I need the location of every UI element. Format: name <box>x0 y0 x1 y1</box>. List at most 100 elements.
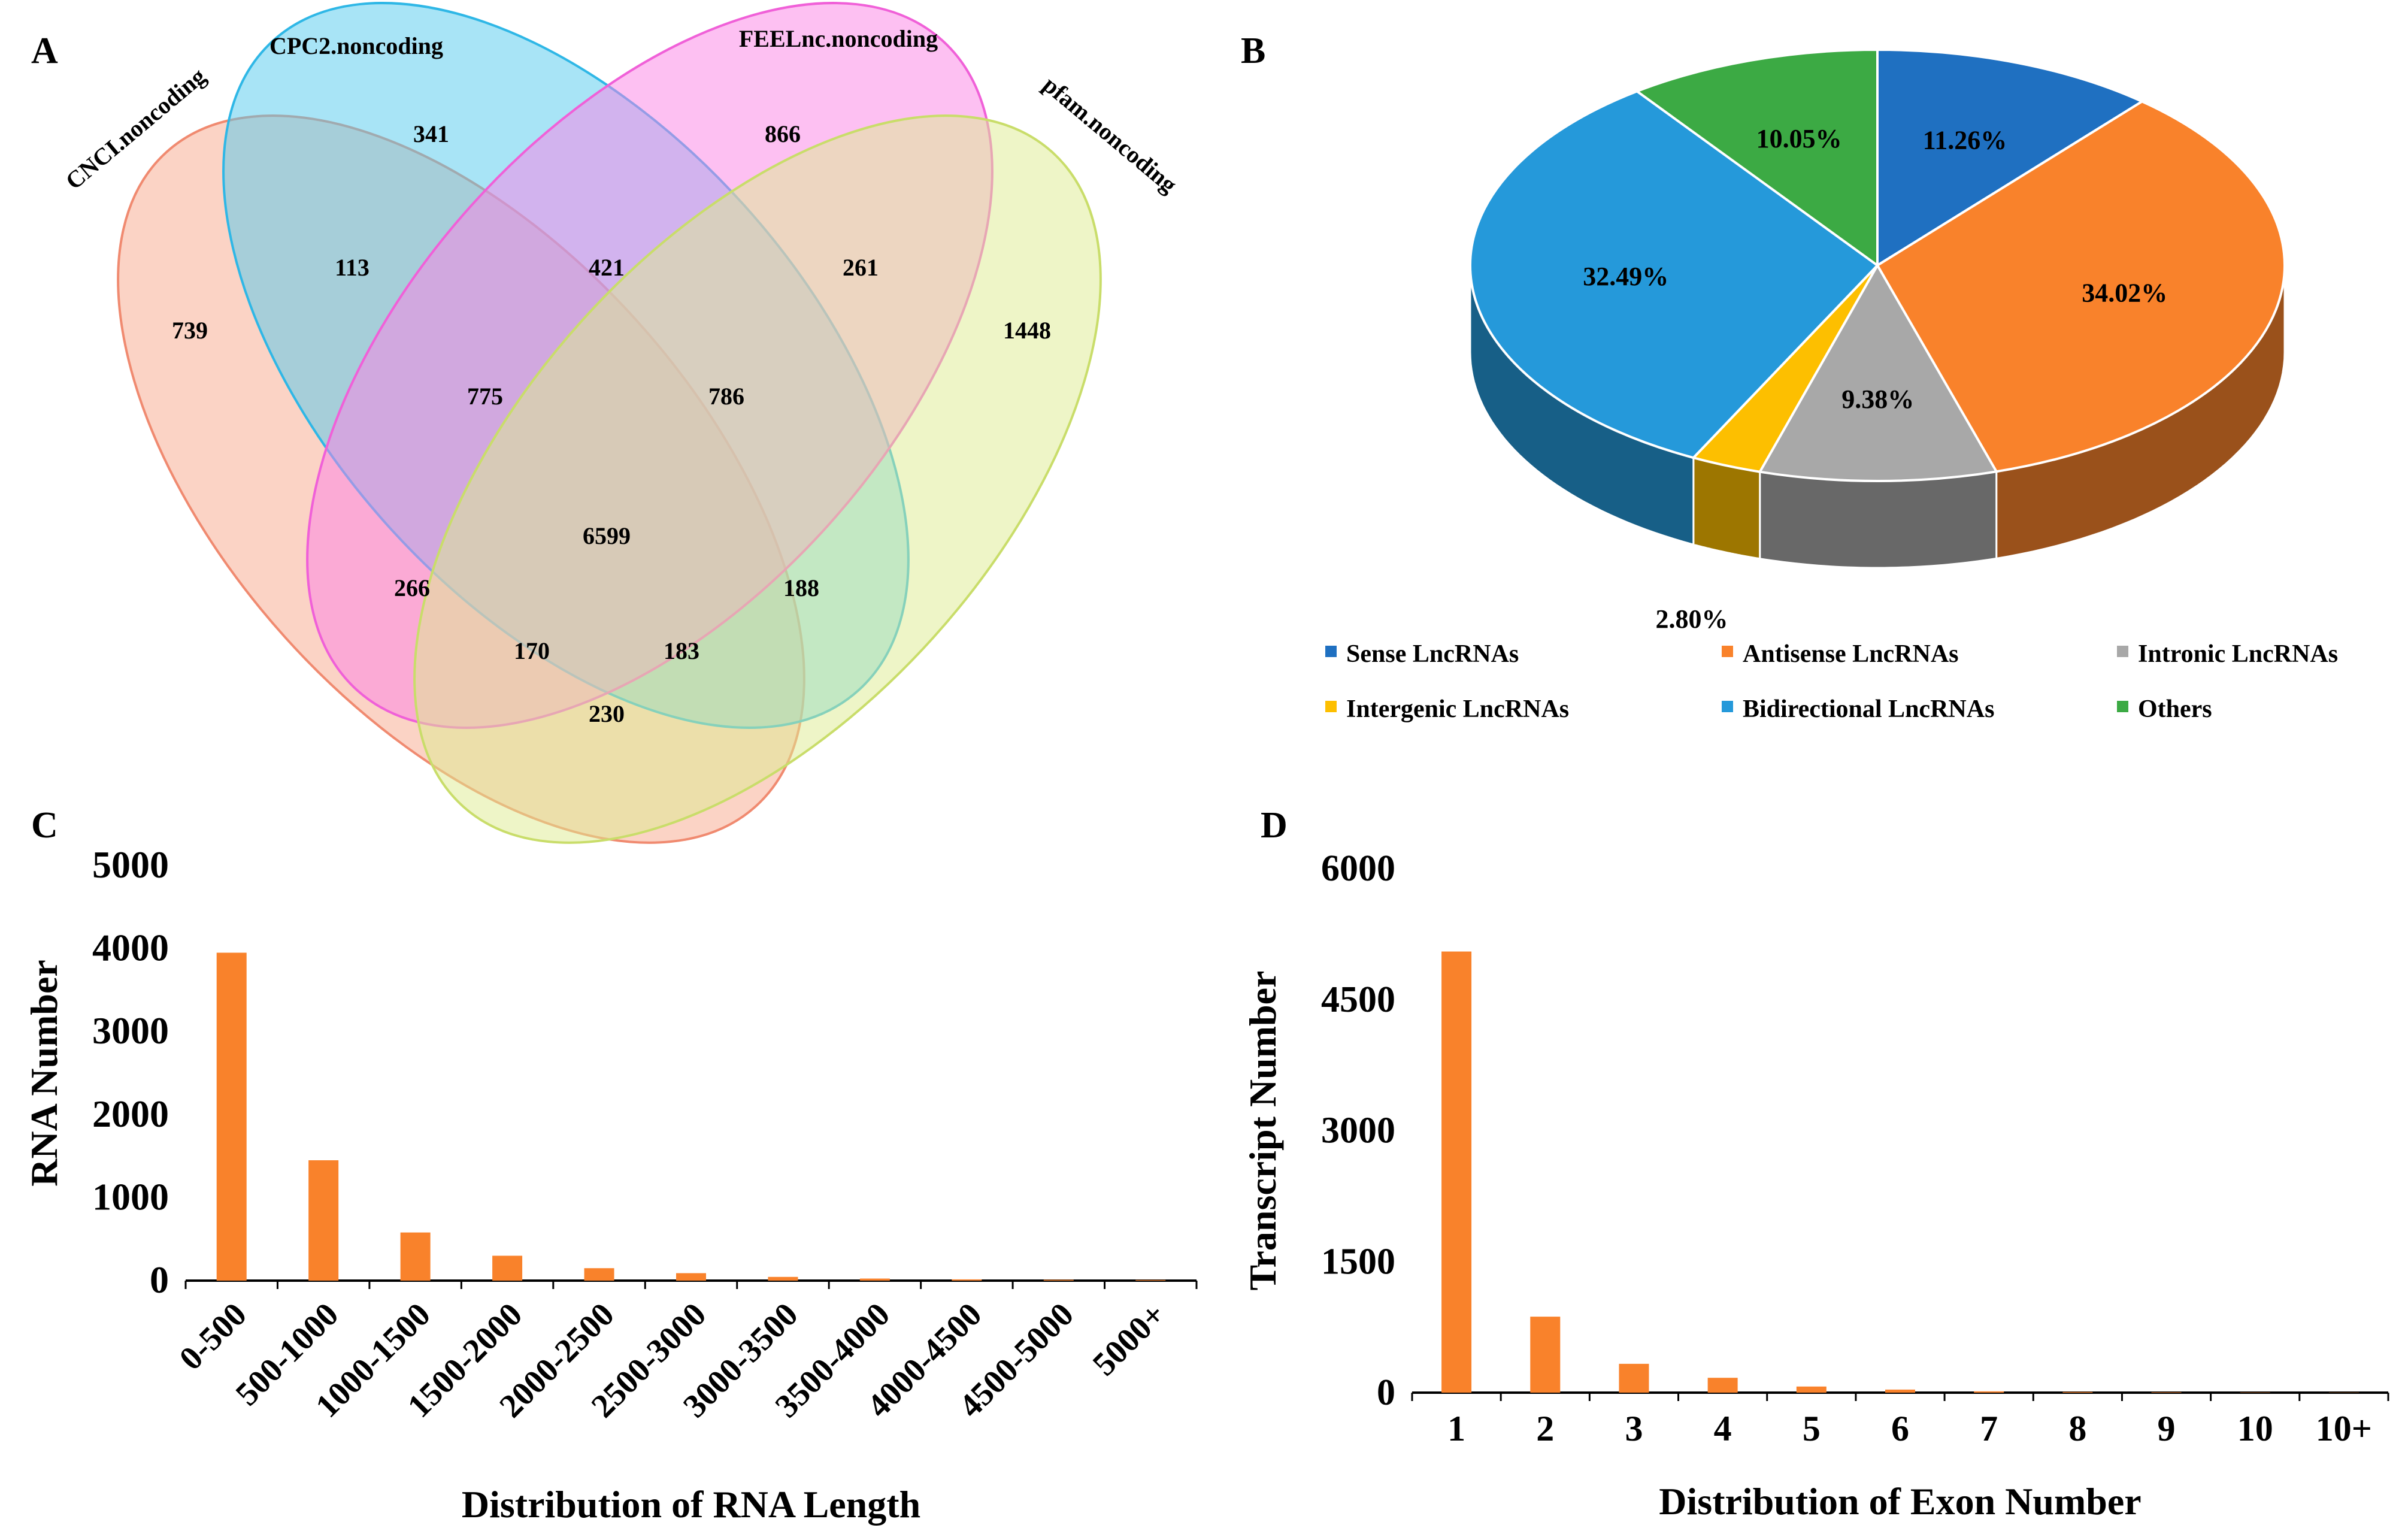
y-tick-label: 1500 <box>1321 1241 1395 1282</box>
y-tick-label: 3000 <box>92 1009 169 1052</box>
x-tick-label: 10 <box>2237 1409 2273 1448</box>
bar <box>1441 951 1472 1393</box>
y-tick-label: 6000 <box>1321 848 1395 889</box>
legend-label: Intergenic LncRNAs <box>1346 695 1569 723</box>
venn-label-cpc2: CPC2.noncoding <box>269 32 443 59</box>
legend-label: Sense LncRNAs <box>1346 640 1519 668</box>
legend-swatch <box>2117 701 2128 712</box>
x-axis-title: Distribution of RNA Length <box>462 1483 920 1526</box>
venn-count: 113 <box>335 254 369 281</box>
x-tick-label: 2 <box>1536 1409 1554 1448</box>
venn-count: 188 <box>783 574 819 601</box>
legend-label: Intronic LncRNAs <box>2138 640 2338 668</box>
legend-swatch <box>1722 646 1733 657</box>
pie-slice-side <box>1692 456 1761 560</box>
bar <box>1135 1279 1166 1281</box>
bar <box>584 1268 614 1281</box>
venn-count: 739 <box>172 317 208 344</box>
pie-data-label: 11.26% <box>1923 126 2007 155</box>
y-tick-label: 0 <box>1377 1372 1395 1413</box>
y-axis-title: Transcript Number <box>1241 971 1284 1291</box>
pie-slice <box>1758 262 1998 482</box>
venn-count: 775 <box>467 383 503 410</box>
x-tick-label: 7 <box>1980 1409 1998 1448</box>
x-tick-label: 3 <box>1625 1409 1643 1448</box>
bar <box>400 1232 431 1281</box>
y-tick-label: 3000 <box>1321 1111 1395 1151</box>
venn-set-pfam <box>413 114 1102 844</box>
x-tick-label: 6 <box>1891 1409 1909 1448</box>
venn-count: 1448 <box>1003 317 1051 344</box>
bar <box>2151 1392 2182 1393</box>
venn-count: 170 <box>514 637 550 664</box>
y-tick-label: 0 <box>150 1258 169 1301</box>
bar <box>768 1276 798 1281</box>
pie-data-label: 34.02% <box>2082 279 2167 308</box>
venn-count: 183 <box>664 637 699 664</box>
legend-label: Bidirectional LncRNAs <box>1743 695 1994 723</box>
y-axis-title: RNA Number <box>23 960 65 1187</box>
panel-label-d: D <box>1261 805 1288 846</box>
venn-diagram: CNCI.noncoding CPC2.noncoding FEELnc.non… <box>60 2 1182 844</box>
bar <box>952 1279 982 1281</box>
bar <box>492 1255 523 1281</box>
bar <box>1885 1389 1915 1393</box>
venn-count: 230 <box>589 700 625 727</box>
legend-swatch <box>1325 701 1337 712</box>
venn-label-feelnc: FEELnc.noncoding <box>739 25 938 52</box>
pie-data-label: 2.80% <box>1656 604 1728 634</box>
pie-legend: Sense LncRNAs Antisense LncRNAs Intronic L… <box>1325 640 2338 723</box>
pie-chart: 11.26% 34.02% 9.38% 2.80% 32.49% 10.05% <box>1469 48 2286 634</box>
x-tick-label: 9 <box>2158 1409 2176 1448</box>
bar <box>676 1273 706 1281</box>
panel-label-c: C <box>31 805 58 846</box>
venn-counts: 739 341 866 1448 113 421 261 775 786 659… <box>172 120 1051 727</box>
venn-count: 341 <box>413 120 449 147</box>
bar-chart-exon-number: 0 1500 3000 4500 6000 1 2 3 4 5 6 7 8 9 10 10+ Distribut… <box>1241 848 2389 1523</box>
x-tick-label: 5000+ <box>1086 1296 1173 1383</box>
venn-count: 421 <box>589 254 625 281</box>
venn-count: 266 <box>394 574 430 601</box>
bar <box>1796 1386 1827 1393</box>
y-tick-label: 2000 <box>92 1093 169 1135</box>
bar <box>1707 1378 1738 1393</box>
y-tick-label: 4500 <box>1321 979 1395 1020</box>
y-tick-label: 5000 <box>92 843 169 886</box>
bar <box>308 1160 339 1281</box>
pie-slice <box>1634 48 1879 268</box>
x-tick-label: 4 <box>1714 1409 1732 1448</box>
x-tick-label: 10+ <box>2316 1409 2372 1448</box>
pie-slice <box>1469 90 1880 459</box>
x-tick-label: 1 <box>1447 1409 1465 1448</box>
panel-label-b: B <box>1241 31 1265 71</box>
venn-count: 786 <box>708 383 744 410</box>
bar <box>1043 1279 1074 1281</box>
pie-data-label: 10.05% <box>1756 124 1842 153</box>
bar <box>859 1278 890 1281</box>
legend-swatch <box>1325 646 1337 657</box>
bar <box>2062 1391 2093 1393</box>
bar <box>1974 1391 2004 1393</box>
legend-swatch <box>2117 646 2128 657</box>
legend-label: Antisense LncRNAs <box>1743 640 1959 668</box>
venn-count: 261 <box>843 254 879 281</box>
legend-label: Others <box>2138 695 2212 723</box>
bar <box>1530 1317 1561 1393</box>
pie-slice <box>1876 100 2286 473</box>
pie-data-label: 32.49% <box>1583 262 1668 291</box>
pie-slice-side <box>1759 470 1998 569</box>
panel-label-a: A <box>31 31 58 71</box>
x-axis-title: Distribution of Exon Number <box>1659 1480 2141 1523</box>
pie-slice <box>1876 48 2145 268</box>
y-tick-label: 1000 <box>92 1175 169 1218</box>
legend-swatch <box>1722 701 1733 712</box>
x-tick-label: 0-500 <box>172 1296 254 1377</box>
pie-data-label: 9.38% <box>1841 385 1914 414</box>
x-tick-label: 5 <box>1803 1409 1821 1448</box>
bar-chart-rna-length: 0100020003000400050000-500500-10001000-1… <box>23 843 1198 1526</box>
bar <box>216 952 247 1281</box>
venn-count: 866 <box>765 120 801 147</box>
bar <box>1619 1363 1649 1393</box>
x-tick-label: 8 <box>2068 1409 2086 1448</box>
